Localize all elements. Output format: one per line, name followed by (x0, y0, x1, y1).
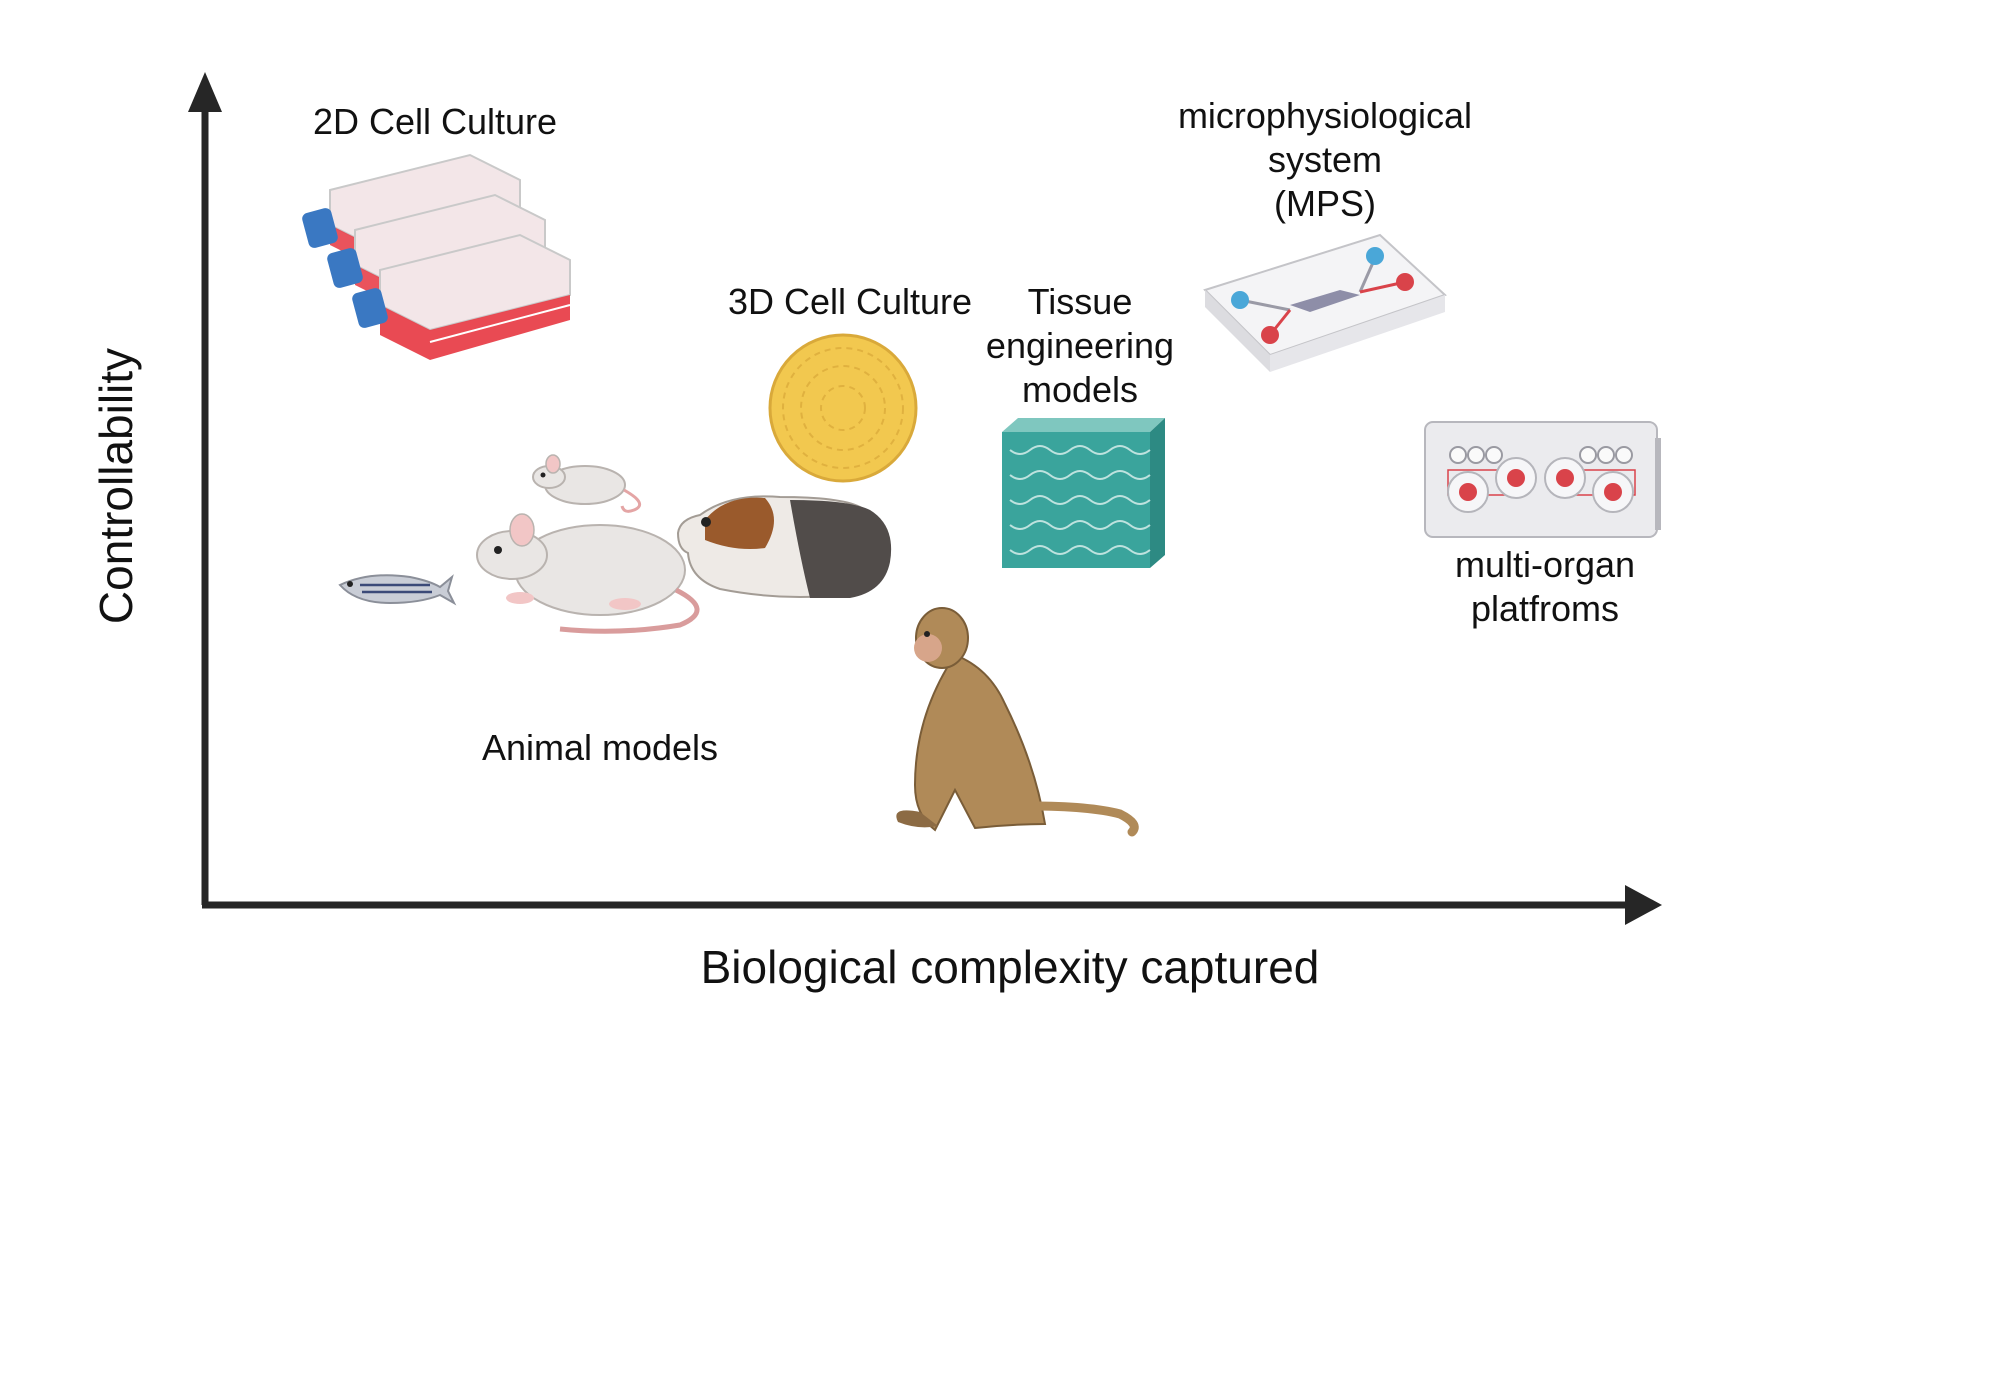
multi-organ-platform-illustration (1424, 421, 1661, 538)
flask (352, 233, 571, 360)
x-axis (202, 885, 1662, 925)
rat-illustration (476, 513, 700, 634)
label-mps: microphysiological system (MPS) (1177, 95, 1473, 224)
mouse-illustration (532, 454, 642, 513)
label-animal-models: Animal models (481, 727, 719, 768)
tissue-scaffold-illustration (1002, 418, 1165, 568)
guinea-pig-illustration (676, 495, 892, 598)
zebrafish-illustration (338, 574, 457, 606)
x-axis-label: Biological complexity captured (700, 941, 1320, 993)
mps-chip-illustration (1203, 233, 1447, 372)
x-axis-arrowhead (1625, 885, 1662, 925)
label-2d-cell-culture: 2D Cell Culture (312, 101, 558, 142)
y-axis (188, 72, 222, 905)
spheroid-illustration (768, 333, 918, 483)
y-axis-label: Controllability (90, 347, 142, 625)
monkey-illustration (896, 607, 1139, 837)
label-3d-cell-culture: 3D Cell Culture (727, 281, 973, 322)
label-multi-organ: multi-organ platfroms (1454, 544, 1636, 629)
y-axis-arrowhead (188, 72, 222, 112)
label-tissue-engineering: Tissue engineering models (985, 281, 1175, 410)
cell-culture-flasks-illustration (302, 153, 571, 360)
